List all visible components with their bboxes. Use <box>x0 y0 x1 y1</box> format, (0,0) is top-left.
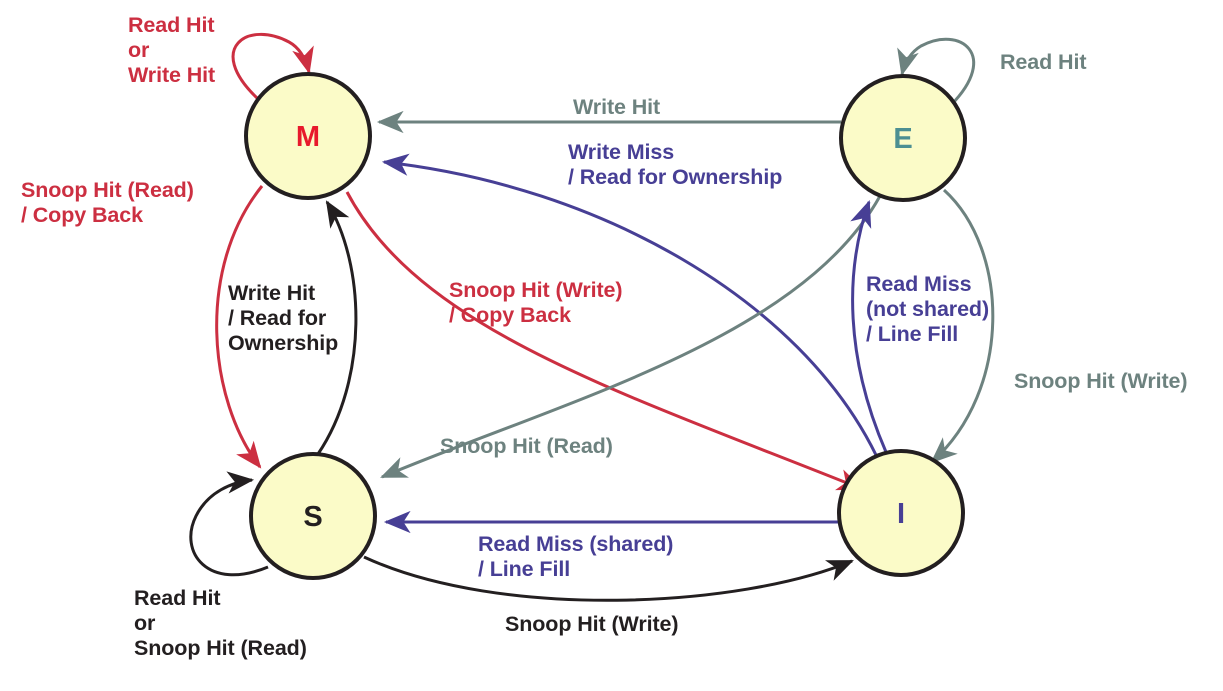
edge-s-self-loop <box>189 471 269 577</box>
edge-label-s-self-loop: Read Hit or Snoop Hit (Read) <box>134 586 307 660</box>
state-circle-e[interactable] <box>839 74 967 202</box>
edge-m-to-i <box>345 191 864 491</box>
edge-label-i-to-s: Read Miss (shared) / Line Fill <box>478 532 674 581</box>
edge-label-e-to-s: Snoop Hit (Read) <box>440 434 613 458</box>
state-circle-i[interactable] <box>837 449 965 577</box>
edge-label-e-to-i: Snoop Hit (Write) <box>1014 369 1188 393</box>
state-label-i: I <box>897 498 905 530</box>
edge-m-to-s <box>215 185 264 469</box>
edge-label-m-to-i: Snoop Hit (Write) / Copy Back <box>449 278 623 327</box>
edge-label-i-to-e: Read Miss (not shared) / Line Fill <box>866 272 990 346</box>
edge-e-to-s <box>380 195 882 479</box>
state-node-e[interactable]: E <box>839 74 967 202</box>
edge-i-to-e <box>850 200 888 453</box>
edge-label-i-to-m: Write Miss / Read for Ownership <box>568 140 783 189</box>
edge-label-s-to-i: Snoop Hit (Write) <box>505 612 679 636</box>
state-circle-s[interactable] <box>249 452 377 580</box>
state-node-i[interactable]: I <box>837 449 965 577</box>
edge-s-to-i <box>363 555 854 602</box>
edge-label-e-to-m: Write Hit <box>573 95 661 119</box>
edge-e-to-i <box>930 188 995 464</box>
edge-label-s-to-m: Write Hit / Read for Ownership <box>228 281 339 355</box>
state-node-s[interactable]: S <box>249 452 377 580</box>
edge-label-e-self-loop: Read Hit <box>1000 50 1087 74</box>
edge-s-to-m <box>316 200 358 455</box>
state-label-s: S <box>303 501 322 533</box>
state-label-e: E <box>893 123 912 155</box>
state-circle-m[interactable] <box>244 72 372 200</box>
edge-label-m-self-loop: Read Hit or Write Hit <box>128 13 216 87</box>
edge-e-self-loop <box>897 37 976 107</box>
state-node-m[interactable]: M <box>244 72 372 200</box>
edge-i-to-m <box>381 153 878 456</box>
edge-m-self-loop <box>231 32 314 100</box>
edge-label-m-to-s: Snoop Hit (Read) / Copy Back <box>21 178 194 227</box>
state-label-m: M <box>296 121 320 153</box>
